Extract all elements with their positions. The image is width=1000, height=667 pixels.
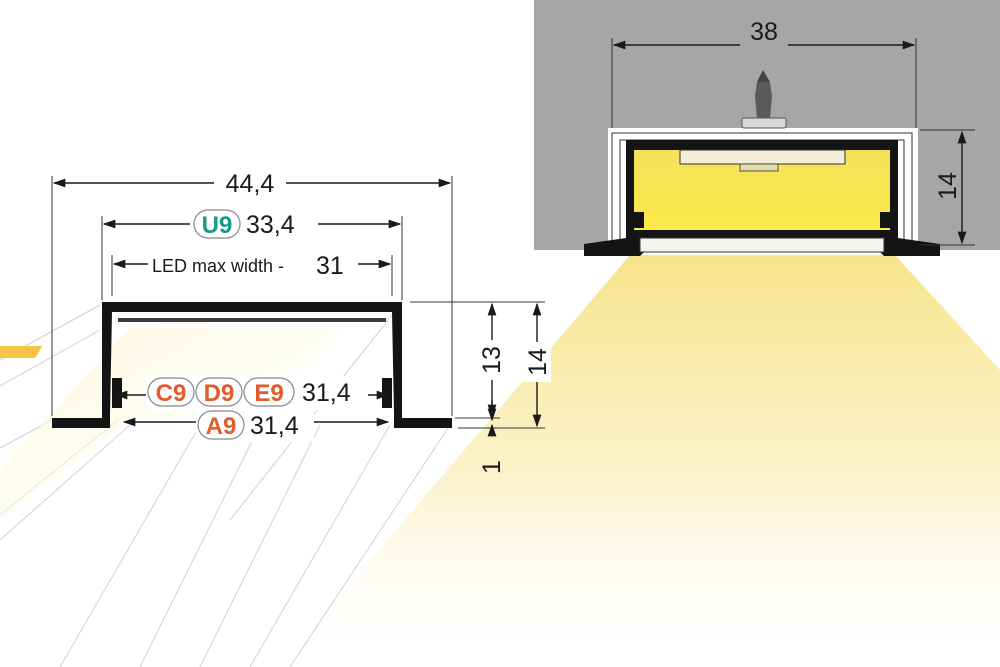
badge-a9 <box>197 410 245 440</box>
screw-icon <box>741 70 787 129</box>
height-label-13: 13 <box>478 346 506 374</box>
e9-code: E9 <box>254 380 283 407</box>
cde-value: 31,4 <box>302 379 351 407</box>
badge-d9 <box>195 377 243 407</box>
profile-section-right <box>584 140 940 256</box>
height-label-14-left: 14 <box>524 348 552 376</box>
dimension-led-max-width: LED max width - 31 <box>111 252 393 296</box>
extrusion-lines <box>0 304 451 667</box>
light-beam <box>280 255 1000 667</box>
height-label-14-right: 14 <box>934 172 962 200</box>
dimension-overall-44-4: 44,4 <box>51 168 453 416</box>
a9-value: 31,4 <box>250 412 299 440</box>
width-label-38: 38 <box>750 18 778 46</box>
led-chip <box>0 346 43 358</box>
led-max-width-label: LED max width - <box>152 256 284 276</box>
height-label-1: 1 <box>478 460 506 474</box>
a9-code: A9 <box>206 413 237 440</box>
u9-value: 33,4 <box>246 211 295 239</box>
d9-code: D9 <box>204 380 235 407</box>
badge-u9 <box>193 209 241 239</box>
badge-e9 <box>243 377 295 407</box>
c9-code: C9 <box>156 380 187 407</box>
mounting-clip <box>611 132 913 248</box>
dimension-height-14-right: 14 <box>920 129 975 246</box>
dimension-heights-left: 13 14 1 <box>410 301 552 474</box>
led-max-width-value: 31 <box>316 252 344 280</box>
overall-width-label: 44,4 <box>226 170 275 198</box>
diffuser <box>639 237 885 253</box>
u9-code: U9 <box>202 212 233 239</box>
dimension-width-38: 38 <box>611 16 917 128</box>
ceiling-view: 38 14 <box>280 0 1000 667</box>
dimension-u9: U9 33,4 <box>101 208 403 300</box>
dimension-cde: C9 D9 E9 31,4 <box>114 376 390 410</box>
profile-perspective-view: 44,4 U9 33,4 LED max width - 31 C9 <box>0 168 552 667</box>
dimension-a9: A9 31,4 <box>122 410 390 442</box>
badge-c9 <box>147 377 195 407</box>
